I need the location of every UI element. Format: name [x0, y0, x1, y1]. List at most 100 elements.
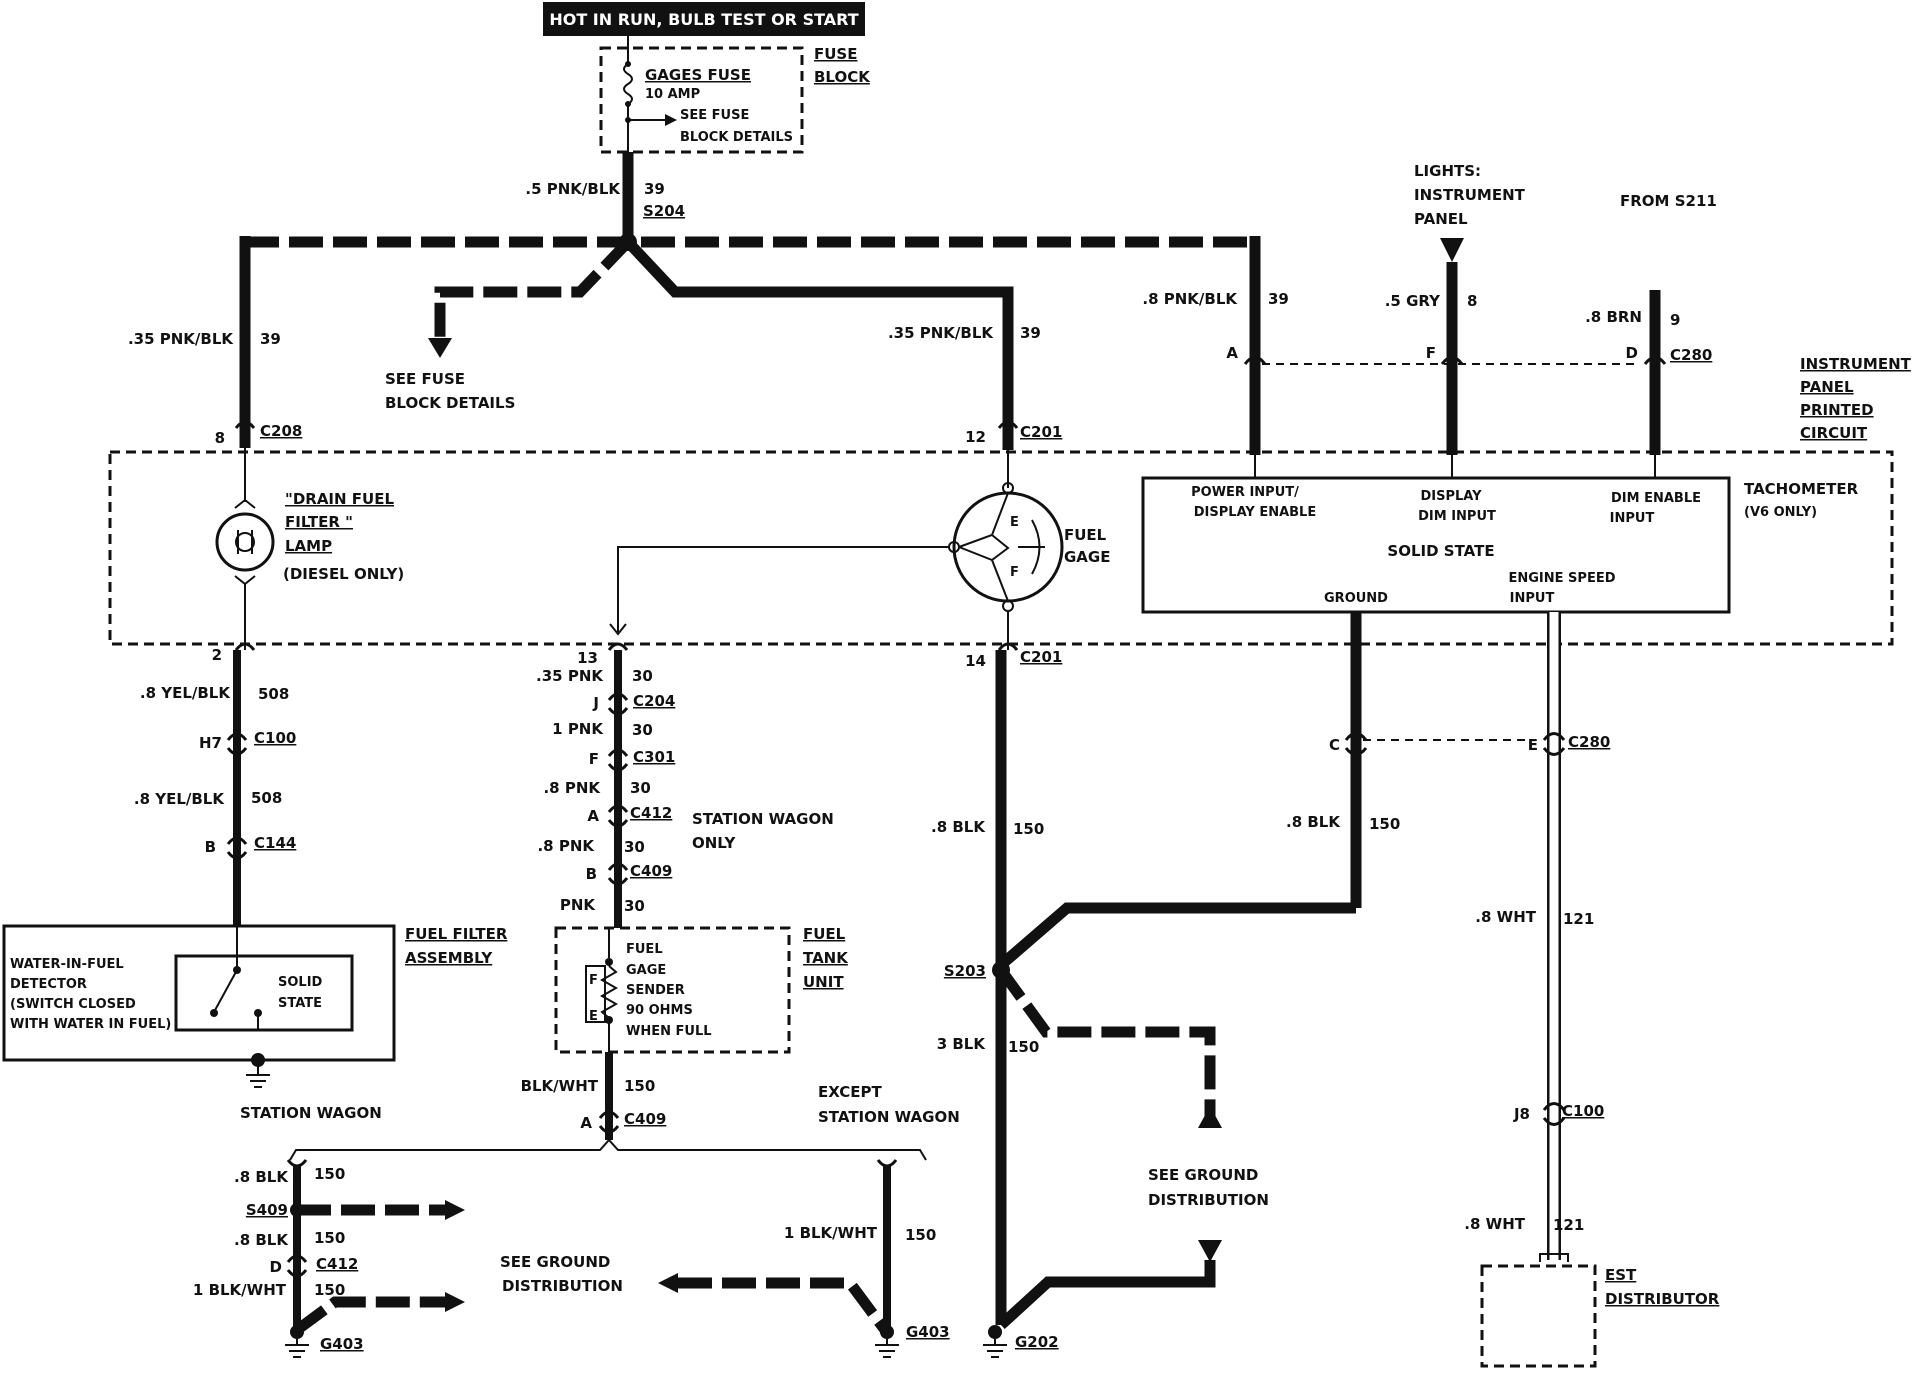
sw-only-2: ONLY	[692, 834, 737, 852]
wire-pnk3-label: .8 PNK	[543, 779, 601, 797]
tach-solid-state: SOLID STATE	[1387, 542, 1494, 560]
connector-c208: C208	[260, 422, 302, 440]
lamp-label-4: (DIESEL ONLY)	[283, 565, 404, 583]
fuel-gage: E F FUEL GAGE	[609, 450, 1110, 650]
wire-wht2-circuit: 121	[1553, 1216, 1584, 1234]
ground-icon	[285, 1339, 309, 1358]
wire-pnk3-circuit: 30	[630, 779, 651, 797]
ip-label-3: PRINTED	[1800, 401, 1874, 419]
ground-g202: G202	[1015, 1333, 1059, 1351]
see-gnd-b-2: DISTRIBUTION	[1148, 1191, 1269, 1209]
pin-a: A	[1226, 344, 1238, 362]
connector-c280-bottom: C280	[1568, 733, 1610, 751]
wire-blkwht-label: BLK/WHT	[521, 1077, 599, 1095]
est-distributor: EST DISTRIBUTOR	[1480, 1264, 1720, 1368]
wire-blk2-circuit: 150	[1369, 815, 1400, 833]
fuse-note-1: SEE FUSE	[680, 108, 749, 123]
est-label-1: EST	[1605, 1266, 1637, 1284]
connector-c201-top: C201	[1020, 423, 1062, 441]
wire-blk3-circuit: 150	[1008, 1038, 1039, 1056]
sender-f: F	[589, 973, 598, 988]
sender-1: FUEL	[626, 942, 663, 957]
lamp-label-1: "DRAIN FUEL	[285, 490, 394, 508]
pin-j: J	[592, 694, 599, 712]
wif-4: WITH WATER IN FUEL)	[10, 1017, 171, 1032]
splice-s203: S203	[944, 962, 986, 980]
see-fuse-1: SEE FUSE	[385, 370, 465, 388]
fuse-rating: 10 AMP	[645, 87, 700, 102]
lamp-label-3: LAMP	[285, 537, 332, 555]
except-label-1: EXCEPT	[818, 1083, 883, 1101]
lamp-label-2: FILTER "	[285, 513, 353, 531]
fuse-block-label-2: BLOCK	[814, 68, 871, 86]
ground-icon	[875, 1339, 899, 1358]
sw-only-1: STATION WAGON	[692, 810, 834, 828]
pin-h7: H7	[199, 734, 222, 752]
tach-engine-2: INPUT	[1510, 591, 1555, 606]
tank-label-3: UNIT	[803, 973, 844, 991]
fuse-block-label-1: FUSE	[814, 45, 857, 63]
wire-sw3-label: 1 BLK/WHT	[193, 1281, 287, 1299]
wif-2: DETECTOR	[10, 977, 87, 992]
gage-e: E	[1010, 515, 1019, 530]
pin-13: 13	[577, 649, 598, 667]
wif-1: WATER-IN-FUEL	[10, 957, 124, 972]
tach-power-1: POWER INPUT/	[1191, 485, 1299, 500]
wire-brn-circuit: 9	[1670, 311, 1680, 329]
see-fuse-2: BLOCK DETAILS	[385, 394, 515, 412]
splice-s204: S204	[643, 202, 685, 220]
wire-pnk4-label: .8 PNK	[537, 837, 595, 855]
wire-mid-circuit: 39	[1020, 324, 1041, 342]
ground-g403-right: G403	[906, 1323, 950, 1341]
ss-1: SOLID	[278, 975, 323, 990]
wire-sw2-circuit: 150	[314, 1229, 345, 1247]
connector-c409-bottom: C409	[624, 1110, 666, 1128]
wire-blkwht-circuit: 150	[624, 1077, 655, 1095]
pin-14: 14	[965, 652, 986, 670]
ip-label-2: PANEL	[1800, 378, 1854, 396]
lights-arrow	[1440, 238, 1464, 262]
sender-5: WHEN FULL	[626, 1024, 712, 1039]
wire-pnk2-circuit: 30	[632, 721, 653, 739]
lamp-icon	[215, 512, 275, 572]
lights-1: LIGHTS:	[1414, 162, 1481, 180]
wire-tach-label: .8 PNK/BLK	[1142, 290, 1238, 308]
wire-blk2-label: .8 BLK	[1286, 813, 1341, 831]
wire-left-label: .35 PNK/BLK	[128, 330, 234, 348]
tach-power-2: DISPLAY ENABLE	[1194, 505, 1316, 520]
wire-pnk1-label: .35 PNK	[536, 667, 604, 685]
connector-c409-top: C409	[630, 862, 672, 880]
fuel-filter-assembly: WATER-IN-FUEL DETECTOR (SWITCH CLOSED WI…	[2, 924, 508, 1088]
wire-top-circuit: 39	[644, 180, 665, 198]
see-gnd-a-1: SEE GROUND	[500, 1253, 610, 1271]
wire-sw1-circuit: 150	[314, 1165, 345, 1183]
wire-sw2-label: .8 BLK	[234, 1231, 289, 1249]
tach-label-2: (V6 ONLY)	[1744, 505, 1817, 520]
wire-mid-label: .35 PNK/BLK	[888, 324, 994, 342]
pin-f: F	[1426, 344, 1436, 362]
wire-blk1-label: .8 BLK	[931, 818, 986, 836]
fuse-note-2: BLOCK DETAILS	[680, 130, 793, 145]
connector-c301: C301	[633, 748, 675, 766]
wire-pnk2-label: 1 PNK	[552, 720, 604, 738]
wire-yel2-label: .8 YEL/BLK	[134, 790, 225, 808]
wire-yel1-circuit: 508	[258, 685, 289, 703]
wire-blk3-label: 3 BLK	[937, 1035, 987, 1053]
tach-label-1: TACHOMETER	[1744, 480, 1859, 498]
pin-e: E	[1528, 736, 1538, 754]
pin-f-301: F	[589, 750, 599, 768]
tach-engine-1: ENGINE SPEED	[1509, 571, 1616, 586]
ip-label-4: CIRCUIT	[1800, 424, 1868, 442]
from-s211: FROM S211	[1620, 192, 1717, 210]
pin-b-left: B	[205, 838, 216, 856]
wire-pnk4-circuit: 30	[624, 838, 645, 856]
pin-2: 2	[212, 646, 222, 664]
wire-pnk5-label: PNK	[560, 896, 597, 914]
except-label-2: STATION WAGON	[818, 1108, 960, 1126]
pin-a-409: A	[580, 1114, 592, 1132]
fuel-tank-unit: F E FUEL GAGE SENDER 90 OHMS WHEN FULL F…	[554, 925, 849, 1080]
wire-top-label: .5 PNK/BLK	[525, 180, 621, 198]
pin-a-412: A	[587, 807, 599, 825]
